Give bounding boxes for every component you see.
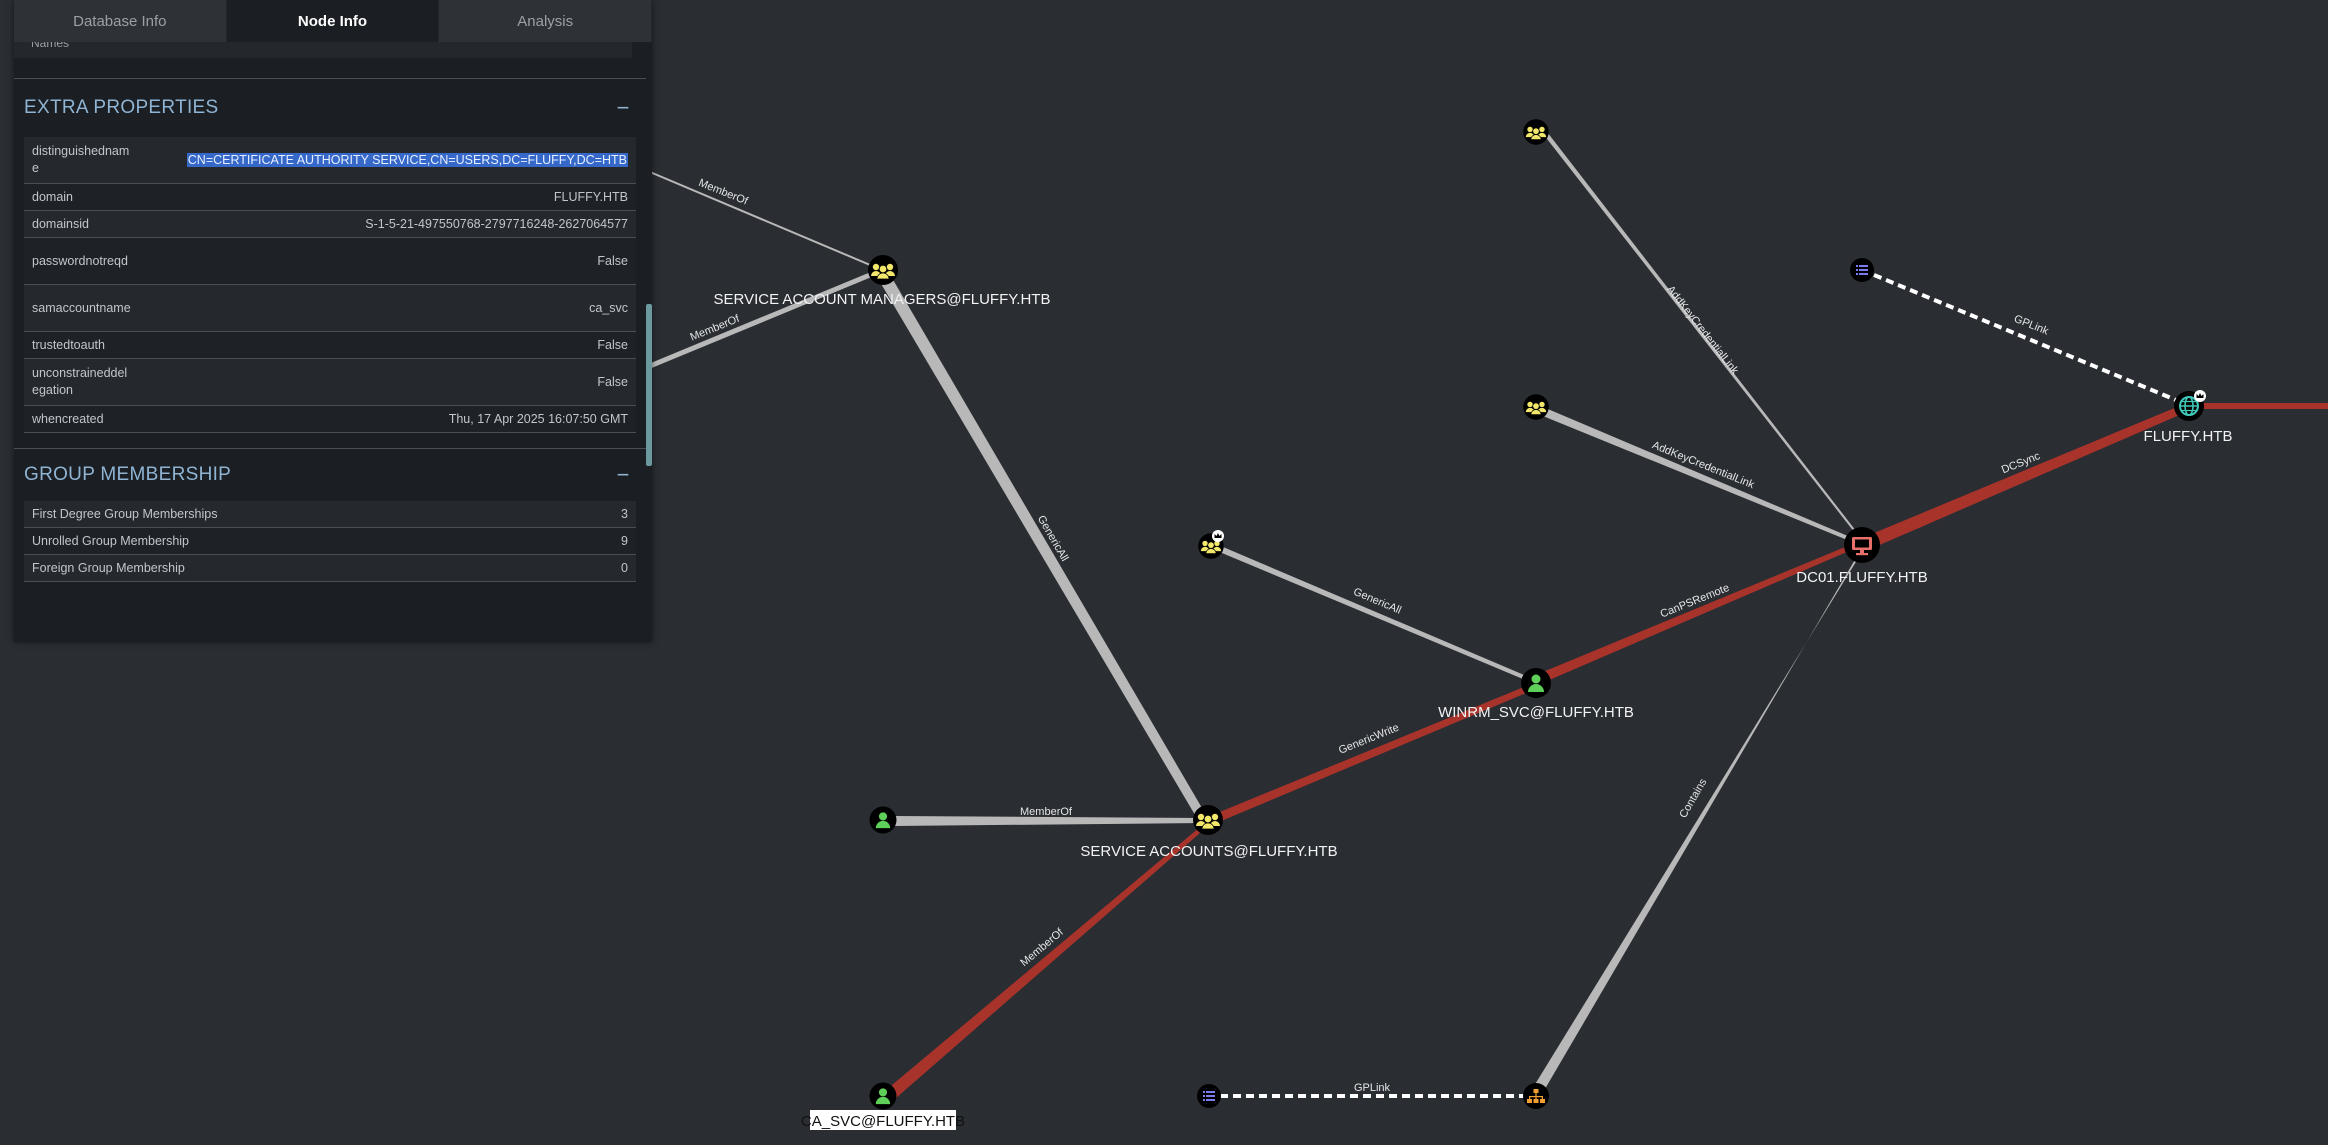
node-gpo-2[interactable] — [1197, 1084, 1221, 1108]
extra-properties-header[interactable]: EXTRA PROPERTIES − — [14, 79, 646, 137]
edge-canpsremote-winrm-dc01[interactable] — [1538, 540, 1863, 684]
edge-memberof-to-sam-b[interactable] — [649, 267, 883, 369]
node-group-2[interactable] — [1522, 393, 1550, 421]
property-key: domain — [24, 183, 140, 211]
panel-body[interactable]: Names EXTRA PROPERTIES − distinguishedna… — [14, 42, 652, 642]
property-value: 0 — [440, 554, 636, 582]
edge-genericall-g3-winrm[interactable] — [1210, 544, 1536, 684]
node-label-winrm: WINRM_SVC@FLUFFY.HTB — [1438, 704, 1634, 721]
edge-label-gplink-2: GPLink — [1354, 1082, 1391, 1094]
edge-addkeycred-g1-dc01[interactable] — [1540, 128, 1863, 542]
names-row-label: Names — [31, 42, 70, 50]
crown-icon — [1212, 530, 1224, 542]
property-key: distinguishedname — [24, 137, 140, 184]
edge-memberof-u1-sa[interactable] — [894, 816, 1204, 826]
node-info-panel: Database Info Node Info Analysis Names E… — [14, 0, 653, 642]
property-key: Foreign Group Membership — [24, 554, 440, 582]
property-key: First Degree Group Memberships — [24, 501, 440, 528]
selected-text[interactable]: CN=CERTIFICATE AUTHORITY SERVICE,CN=USER… — [186, 153, 628, 167]
node-user-1[interactable] — [869, 806, 897, 834]
edge-memberof-ca-sa[interactable] — [886, 822, 1208, 1098]
node-label-dc01: DC01.FLUFFY.HTB — [1796, 569, 1927, 586]
property-value: ca_svc — [140, 284, 636, 332]
extra-properties-title: EXTRA PROPERTIES — [24, 97, 219, 118]
collapse-icon[interactable]: − — [616, 95, 630, 120]
property-value[interactable]: CN=CERTIFICATE AUTHORITY SERVICE,CN=USER… — [140, 137, 636, 184]
node-service-accounts[interactable]: SERVICE ACCOUNTS@FLUFFY.HTB — [1080, 804, 1338, 860]
property-value: 9 — [440, 527, 636, 555]
property-key: whencreated — [24, 405, 140, 433]
edge-domain-offscreen[interactable] — [2200, 403, 2328, 409]
edge-label-memberof-u1: MemberOf — [1020, 806, 1073, 818]
group-membership-title: GROUP MEMBERSHIP — [24, 464, 232, 485]
node-dc01[interactable]: DC01.FLUFFY.HTB — [1796, 527, 1928, 586]
node-ca-svc[interactable]: CA_SVC@FLUFFY.HTB — [801, 1082, 965, 1131]
edge-memberof-to-sam-a[interactable] — [649, 171, 883, 271]
property-key: domainsid — [24, 210, 140, 238]
divider — [14, 78, 646, 79]
edge-gplink-gpo1-domain[interactable] — [1861, 268, 2189, 407]
node-winrm-svc[interactable]: WINRM_SVC@FLUFFY.HTB — [1438, 668, 1634, 721]
property-key: passwordnotreqd — [24, 237, 140, 285]
property-value: False — [140, 237, 636, 285]
edge-label-addkeycred-1: AddKeyCredentialLink — [1664, 284, 1741, 378]
edges: MemberOf MemberOf GenericAll AddKeyCrede… — [649, 128, 2328, 1098]
extra-properties-table: distinguishedname CN=CERTIFICATE AUTHORIT… — [24, 137, 636, 433]
edge-label-genericall-g3: GenericAll — [1351, 586, 1402, 617]
edge-addkeycred-g2-dc01[interactable] — [1536, 404, 1862, 546]
property-key: unconstraineddelegation — [24, 358, 140, 406]
property-value: FLUFFY.HTB — [140, 183, 636, 211]
crown-icon — [2194, 390, 2206, 402]
node-label-sam: SERVICE ACCOUNT MANAGERS@FLUFFY.HTB — [714, 291, 1051, 308]
node-group-3[interactable] — [1197, 530, 1225, 560]
property-value: False — [140, 358, 636, 406]
property-value: 3 — [440, 501, 636, 528]
node-label-ca: CA_SVC@FLUFFY.HTB — [801, 1113, 965, 1130]
divider — [14, 448, 646, 449]
panel-scrollbar[interactable] — [646, 304, 652, 466]
node-group-1[interactable] — [1522, 118, 1550, 146]
property-value: Thu, 17 Apr 2025 16:07:50 GMT — [140, 405, 636, 433]
node-label-domain: FLUFFY.HTB — [2144, 428, 2233, 445]
node-service-account-managers[interactable]: SERVICE ACCOUNT MANAGERS@FLUFFY.HTB — [714, 254, 1051, 308]
edge-dcsync-dc01-domain[interactable] — [1862, 402, 2191, 550]
panel-tabs: Database Info Node Info Analysis — [14, 0, 653, 42]
edge-genericwrite-sa-winrm[interactable] — [1210, 682, 1538, 824]
tab-database-info[interactable]: Database Info — [14, 0, 227, 42]
collapse-icon[interactable]: − — [616, 462, 630, 487]
property-value: False — [140, 331, 636, 359]
node-label-ca-box — [810, 1110, 956, 1130]
names-row: Names — [14, 42, 632, 58]
group-membership-header[interactable]: GROUP MEMBERSHIP − — [14, 449, 646, 501]
edge-genericall-sam-sa[interactable] — [880, 278, 1209, 820]
tab-analysis[interactable]: Analysis — [439, 0, 653, 42]
node-gpo-1[interactable] — [1850, 258, 1874, 282]
tab-node-info[interactable]: Node Info — [226, 0, 440, 42]
property-key: Unrolled Group Membership — [24, 527, 440, 555]
edge-label-gplink-1: GPLink — [2012, 313, 2050, 338]
node-domain-fluffy[interactable]: FLUFFY.HTB — [2144, 390, 2233, 445]
property-key: trustedtoauth — [24, 331, 140, 359]
node-label-sa: SERVICE ACCOUNTS@FLUFFY.HTB — [1080, 843, 1337, 860]
edge-contains-ou-dc01[interactable] — [1534, 551, 1862, 1094]
node-ou[interactable] — [1523, 1083, 1549, 1109]
property-row: distinguishedname CN=CERTIFICATE AUTHORIT… — [24, 137, 636, 184]
property-key: samaccountname — [24, 284, 140, 332]
property-value: S-1-5-21-497550768-2797716248-2627064577 — [140, 210, 636, 238]
